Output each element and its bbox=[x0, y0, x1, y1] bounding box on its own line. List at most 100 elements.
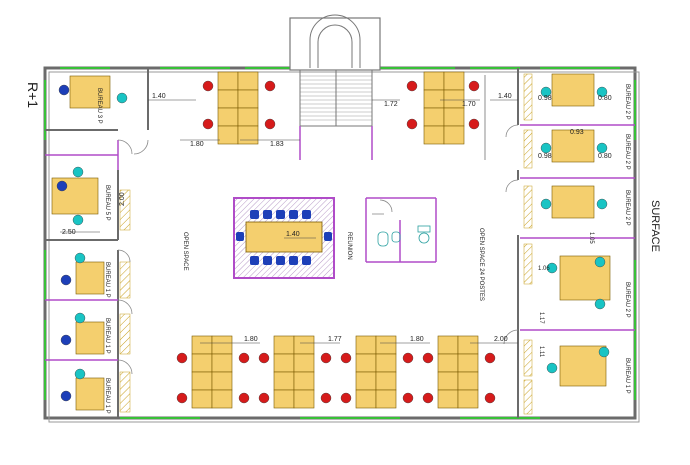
dim-label: 1.80 bbox=[244, 336, 258, 343]
desk bbox=[423, 125, 445, 145]
chair bbox=[176, 392, 188, 404]
dim-label: 0.93 bbox=[570, 129, 584, 136]
interior-walls bbox=[45, 68, 519, 418]
desk bbox=[457, 353, 479, 373]
chair bbox=[74, 368, 86, 380]
desk bbox=[191, 371, 213, 391]
chair bbox=[594, 298, 606, 310]
desk bbox=[423, 89, 445, 109]
desk bbox=[355, 353, 377, 373]
chair bbox=[596, 198, 608, 210]
partitions bbox=[45, 124, 635, 361]
room-label-open-space-24: OPEN SPACE 24 POSTES bbox=[478, 228, 484, 301]
desk bbox=[273, 353, 295, 373]
desk bbox=[551, 185, 595, 219]
room-label-bureau-1p-right: BUREAU 1 P bbox=[624, 358, 630, 394]
chair bbox=[320, 352, 332, 364]
desk bbox=[551, 73, 595, 107]
dim-label: 1.72 bbox=[384, 101, 398, 108]
chair bbox=[484, 392, 496, 404]
chair bbox=[340, 392, 352, 404]
chair bbox=[468, 118, 480, 130]
desk bbox=[191, 335, 213, 355]
dim-label: 1.70 bbox=[462, 101, 476, 108]
doors bbox=[117, 124, 519, 375]
chair bbox=[72, 166, 84, 178]
desk bbox=[273, 335, 295, 355]
dim-label: 0.80 bbox=[598, 95, 612, 102]
dim-label: 0.98 bbox=[538, 95, 552, 102]
desk bbox=[375, 371, 397, 391]
furniture bbox=[51, 71, 611, 411]
desk bbox=[375, 353, 397, 373]
desk bbox=[217, 107, 239, 127]
chair bbox=[72, 214, 84, 226]
dimension-lines bbox=[60, 75, 518, 344]
room-label-bureau-1p-b: BUREAU 1 P bbox=[104, 318, 110, 354]
chair bbox=[402, 392, 414, 404]
chair bbox=[422, 352, 434, 364]
chair bbox=[406, 80, 418, 92]
chair bbox=[58, 84, 70, 96]
chair bbox=[264, 118, 276, 130]
desk bbox=[293, 353, 315, 373]
desk bbox=[423, 71, 445, 91]
room-label-bureau-1p-a: BUREAU 1 P bbox=[104, 262, 110, 298]
dim-label: 1.40 bbox=[498, 93, 512, 100]
chair bbox=[340, 352, 352, 364]
desk bbox=[457, 335, 479, 355]
desk bbox=[443, 89, 465, 109]
desk bbox=[217, 89, 239, 109]
desk bbox=[443, 107, 465, 127]
room-label-bureau-3p: BUREAU 3 P bbox=[96, 88, 102, 124]
chair bbox=[540, 142, 552, 154]
chair bbox=[540, 198, 552, 210]
chair bbox=[596, 86, 608, 98]
desk bbox=[423, 107, 445, 127]
desk bbox=[217, 125, 239, 145]
desk bbox=[437, 371, 459, 391]
desk bbox=[375, 335, 397, 355]
staircase bbox=[289, 14, 381, 127]
desk bbox=[237, 71, 259, 91]
room-label-bureau-2p-a: BUREAU 2 P bbox=[624, 84, 630, 120]
room-label-bureau-2p-d: BUREAU 2 P bbox=[624, 282, 630, 318]
desk bbox=[355, 371, 377, 391]
desk bbox=[191, 353, 213, 373]
chair bbox=[540, 86, 552, 98]
dim-label: 1.40 bbox=[152, 93, 166, 100]
desk bbox=[293, 335, 315, 355]
chair bbox=[60, 390, 72, 402]
floor-level-label: R+1 bbox=[25, 82, 41, 108]
desk bbox=[237, 89, 259, 109]
desk bbox=[443, 125, 465, 145]
desk bbox=[437, 389, 459, 409]
dim-label: 1.77 bbox=[328, 336, 342, 343]
sanitary-block bbox=[372, 213, 431, 247]
outer-walls bbox=[43, 66, 637, 420]
chair bbox=[596, 142, 608, 154]
chair bbox=[202, 80, 214, 92]
room-label-bureau-1p-c: BUREAU 1 P bbox=[104, 378, 110, 414]
desk bbox=[211, 335, 233, 355]
desk bbox=[75, 321, 105, 355]
dim-label: 1.17 bbox=[538, 312, 544, 324]
room-label-bureau-5p: BUREAU 5 P bbox=[104, 185, 110, 221]
surface-label: SURFACE bbox=[649, 200, 661, 252]
chair bbox=[176, 352, 188, 364]
chair bbox=[202, 118, 214, 130]
room-label-bureau-2p-c: BUREAU 2 P bbox=[624, 190, 630, 226]
desk bbox=[443, 71, 465, 91]
chair bbox=[546, 362, 558, 374]
chair bbox=[598, 346, 610, 358]
chair bbox=[258, 392, 270, 404]
room-label-open-space: OPEN SPACE bbox=[182, 232, 188, 271]
dim-label: 1.83 bbox=[270, 141, 284, 148]
desk bbox=[457, 389, 479, 409]
room-label-bureau-2p-b: BUREAU 2 P bbox=[624, 134, 630, 170]
room-label-reunion: REUNION bbox=[346, 232, 352, 260]
dim-label: 2.00 bbox=[119, 192, 126, 206]
chair bbox=[60, 274, 72, 286]
dim-label: 1.80 bbox=[410, 336, 424, 343]
